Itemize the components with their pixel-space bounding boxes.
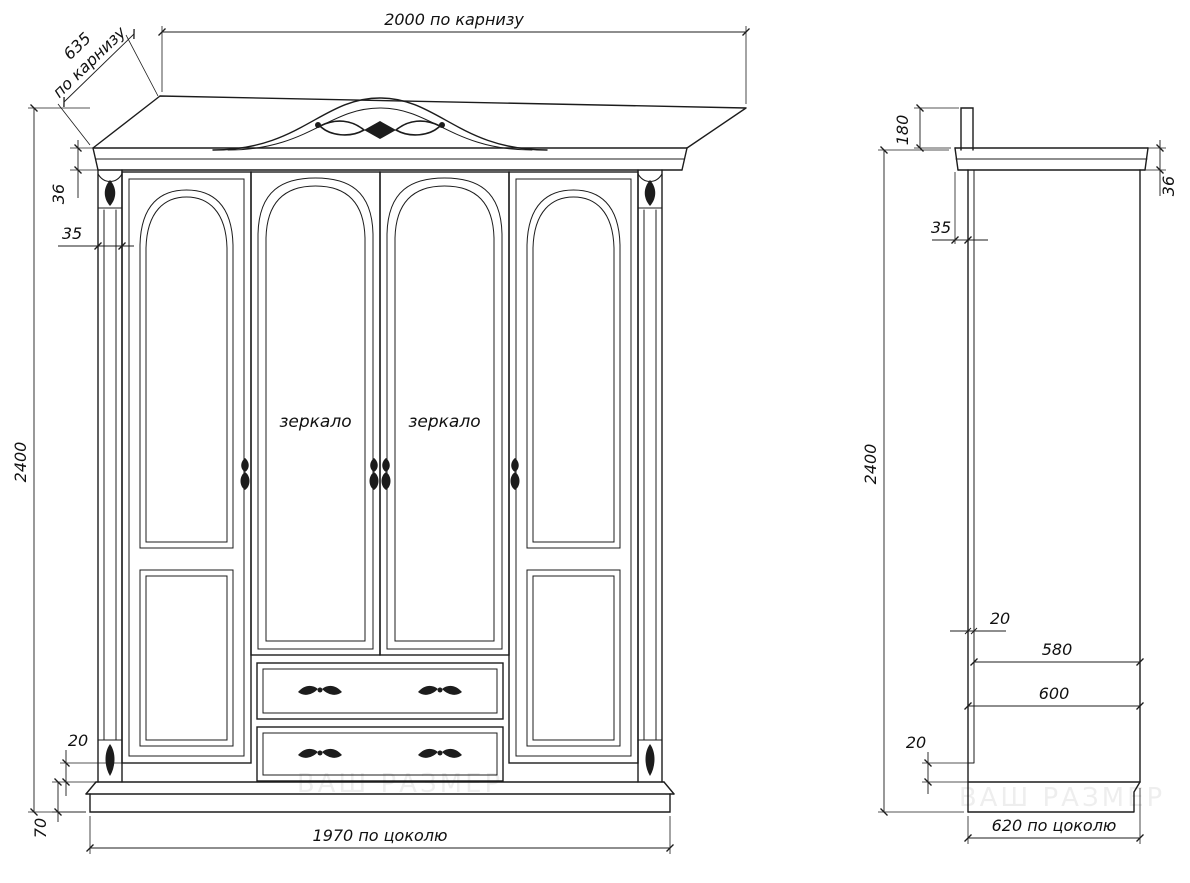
front-plinth [85, 781, 675, 813]
pilaster-capital-left-icon [97, 173, 123, 207]
dim-front-height: 2400 [11, 104, 90, 816]
dim-label: 35 [62, 224, 82, 243]
drawer-handle-icon [298, 685, 342, 695]
drawer-handle-icon [418, 685, 462, 695]
front-mirror-door-right: зеркало [379, 171, 510, 656]
dim-side-bottom-gap: 20 [906, 733, 968, 794]
dim-front-base-width: 1970 по цоколю [86, 816, 674, 854]
dim-label: 2400 [11, 442, 30, 483]
door-handle-icon [510, 458, 520, 490]
dim-label: 600 [1039, 684, 1070, 703]
dim-side-panel-thickness: 20 [950, 609, 1010, 635]
front-door-left [121, 171, 252, 764]
watermark-text: ВАШ РАЗМЕР [959, 783, 1165, 813]
dim-front-pilaster-width: 35 [58, 224, 134, 250]
crown-arch-inner [227, 107, 533, 151]
mirror-glass [265, 185, 366, 642]
dim-label: 2400 [861, 444, 880, 485]
dim-front-plinth-height: 70 [31, 778, 86, 838]
cornice-top-surface [92, 95, 747, 149]
dim-front-cornice-height: 36 [49, 140, 98, 204]
dim-side-inner-depth: 580 [970, 640, 1144, 666]
dim-label: 580 [1042, 640, 1073, 659]
dim-side-outer-depth: 600 [964, 684, 1144, 710]
pilaster-base-right-icon [645, 744, 655, 776]
dim-side-base-depth: 620 по цоколю [964, 788, 1144, 844]
side-crown-edge [960, 107, 974, 151]
front-view: зеркало зеркало [85, 95, 747, 813]
dim-label: по карнизу [49, 22, 130, 101]
dim-front-bottom-gap: 20 [52, 731, 122, 796]
dim-label: 20 [68, 731, 88, 750]
door-handle-icon [369, 458, 379, 490]
dim-side-cornice-overhang: 35 [931, 172, 988, 244]
drawer-handle-icon [418, 748, 462, 758]
dim-label: 1970 по цоколю [313, 826, 448, 845]
dim-label: 20 [906, 733, 926, 752]
crown-scroll-ornament-icon [314, 120, 446, 140]
dim-side-height: 2400 [861, 146, 964, 816]
mirror-label: зеркало [279, 412, 351, 432]
pilaster-base-left-icon [105, 744, 115, 776]
dim-front-top-width: 2000 по карнизу [158, 10, 750, 104]
front-drawers [256, 662, 504, 782]
pilaster-capital-right-icon [637, 173, 663, 207]
door-handle-icon [381, 458, 391, 490]
watermark-text: ВАШ РАЗМЕР [297, 769, 503, 799]
dim-label: 36 [1159, 176, 1178, 196]
dim-label: 35 [931, 218, 951, 237]
drawer-handle-icon [298, 748, 342, 758]
dim-side-cornice-height: 36 [1145, 140, 1178, 196]
front-cornice [92, 95, 747, 171]
front-door-right [508, 171, 639, 764]
dim-label: 70 [31, 818, 50, 838]
dim-label: 36 [49, 184, 68, 204]
mirror-glass [394, 185, 495, 642]
dim-front-top-depth: 635 по карнизу [49, 22, 159, 146]
door-handle-icon [240, 458, 250, 490]
dim-label: 2000 по карнизу [384, 10, 524, 29]
dim-label: 20 [990, 609, 1010, 628]
front-mirror-door-left: зеркало [250, 171, 381, 656]
crown-arch-outer [212, 97, 548, 151]
mirror-label: зеркало [408, 412, 480, 432]
dim-side-crown-height: 180 [893, 104, 959, 152]
dim-label: 180 [893, 115, 912, 146]
dim-label: 620 по цоколю [992, 816, 1117, 835]
side-dimensions: 180 2400 36 35 20 580 [861, 104, 1178, 844]
